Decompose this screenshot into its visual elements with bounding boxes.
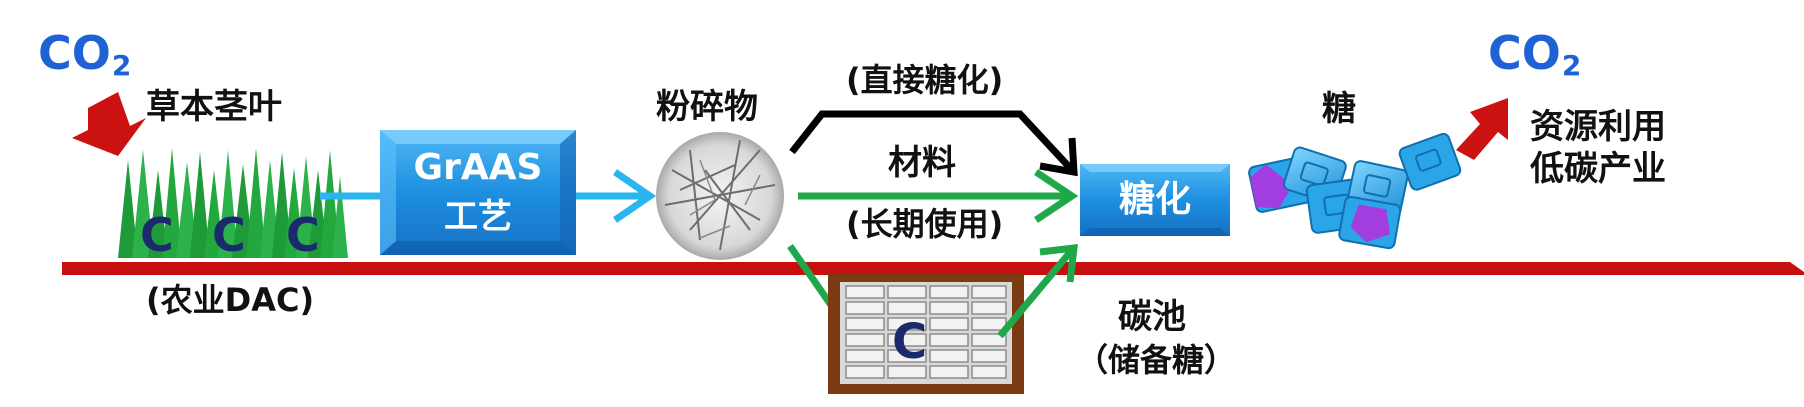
saccharification-label: 糖化 <box>1118 179 1191 220</box>
ground-line <box>62 262 1804 275</box>
direct-path-label: (直接糖化) <box>846 61 1004 99</box>
flow-arrow-process-to-crushed <box>576 169 657 223</box>
carbon-letter-1: C <box>140 208 174 262</box>
red-arrow-down-icon <box>72 92 146 156</box>
outcome-line-1: 资源利用 <box>1530 107 1666 147</box>
red-arrow-up-icon <box>1456 98 1508 160</box>
outcome-line-2: 低碳产业 <box>1530 149 1666 189</box>
log-pile-icon <box>828 274 1024 394</box>
direct-path-arrow <box>789 110 1078 177</box>
co2-right-label: CO2 <box>1488 26 1582 82</box>
crushed-label: 粉碎物 <box>656 87 758 127</box>
sugar-crystals-icon <box>1248 132 1462 250</box>
carbon-letter-3: C <box>286 208 320 262</box>
material-label: 材料 <box>888 143 956 183</box>
process-box <box>380 130 576 255</box>
crushed-material-icon <box>656 132 784 260</box>
carbon-pool-label: 碳池 <box>1118 297 1186 337</box>
process-box-title: GrAAS <box>413 147 543 188</box>
grass-icon <box>118 148 348 258</box>
grass-label: 草本茎叶 <box>146 87 282 127</box>
material-path-arrow <box>798 169 1079 223</box>
path-pool-to-sugar <box>997 244 1078 339</box>
saccharification-box <box>1080 164 1230 236</box>
carbon-pool-sublabel: （储备糖） <box>1076 341 1237 379</box>
co2-left-label: CO2 <box>38 26 132 82</box>
process-box-subtitle: 工艺 <box>444 197 512 237</box>
carbon-pool-letter: C <box>892 314 928 370</box>
sugar-label: 糖 <box>1322 89 1356 129</box>
carbon-letter-2: C <box>212 208 246 262</box>
grass-caption: (农业DAC) <box>146 281 315 319</box>
long-term-label: (长期使用) <box>846 205 1004 243</box>
